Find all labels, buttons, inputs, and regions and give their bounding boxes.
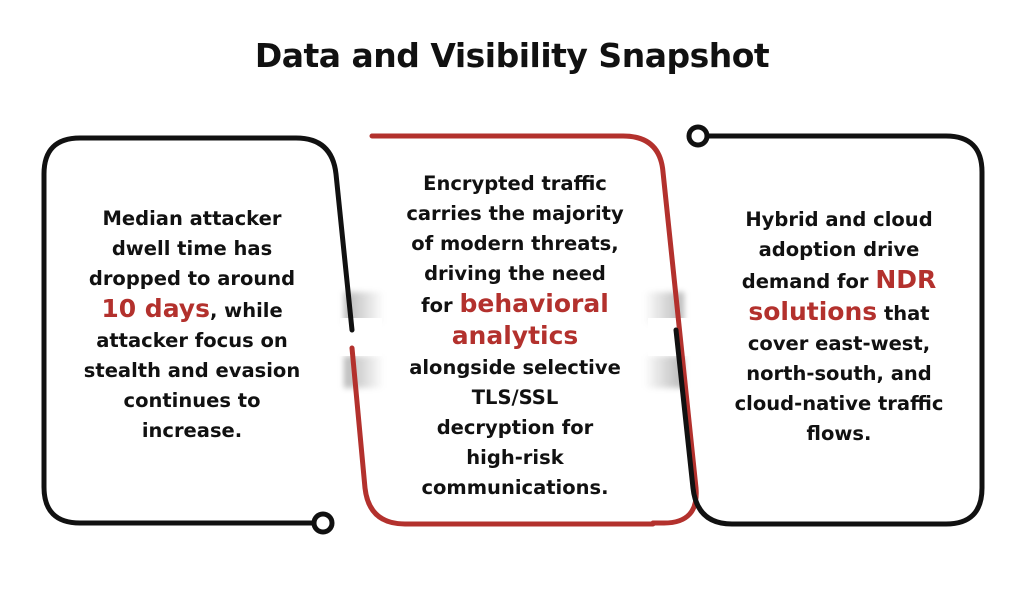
text-line: Hybrid and cloud [708, 205, 970, 235]
body-text: demand for [741, 270, 876, 293]
text-line: high-risk [384, 443, 646, 473]
text-line: alongside selective [384, 353, 646, 383]
text-line: continues to [62, 386, 322, 416]
text-line: cloud-native traffic [708, 389, 970, 419]
middle-panel-outline-lower [349, 345, 656, 527]
body-text: dropped to around [88, 267, 296, 290]
body-text: communications. [421, 476, 609, 499]
body-text: Median attacker [102, 207, 282, 230]
body-text: TLS/SSL [471, 386, 559, 409]
body-text: for [421, 294, 460, 317]
text-line: solutions that [708, 297, 970, 329]
body-text: , while [209, 299, 283, 322]
body-text: decryption for [436, 416, 594, 439]
body-text: cover east-west, [747, 332, 931, 355]
panel-connectors [340, 318, 690, 356]
text-line: of modern threats, [384, 229, 646, 259]
text-line: driving the need [384, 259, 646, 289]
body-text: alongside selective [409, 356, 621, 379]
body-text: flows. [806, 422, 872, 445]
body-text: increase. [141, 419, 243, 442]
right-panel-outline [673, 133, 985, 527]
text-line: 10 days, while [62, 294, 322, 326]
text-line: flows. [708, 419, 970, 449]
body-text: cloud-native traffic [734, 392, 944, 415]
body-text: stealth and evasion [83, 359, 301, 382]
text-line: north-south, and [708, 359, 970, 389]
text-line: cover east-west, [708, 329, 970, 359]
text-line: analytics [384, 321, 646, 353]
highlight-text: analytics [451, 321, 579, 350]
text-line: decryption for [384, 413, 646, 443]
middle-panel-text: Encrypted traffic carries the majority of … [384, 169, 646, 503]
text-line: demand for NDR [708, 265, 970, 297]
body-text: adoption drive [758, 238, 920, 261]
left-end-dot-icon [311, 511, 335, 535]
highlight-text: 10 days [101, 294, 210, 323]
text-line: carries the majority [384, 199, 646, 229]
body-text: north-south, and [746, 362, 932, 385]
highlight-text: NDR [875, 265, 937, 294]
body-text: of modern threats, [411, 232, 619, 255]
right-start-dot-icon [686, 124, 710, 148]
body-text: Encrypted traffic [423, 172, 607, 195]
body-text: attacker focus on [96, 329, 288, 352]
body-text: carries the majority [406, 202, 624, 225]
text-line: dropped to around [62, 264, 322, 294]
body-text: continues to [123, 389, 261, 412]
highlight-text: behavioral [459, 289, 609, 318]
text-line: adoption drive [708, 235, 970, 265]
text-line: Median attacker [62, 204, 322, 234]
highlight-text: solutions [748, 297, 878, 326]
left-panel-outline [41, 135, 355, 526]
text-line: TLS/SSL [384, 383, 646, 413]
text-line: dwell time has [62, 234, 322, 264]
text-line: increase. [62, 416, 322, 446]
body-text: Hybrid and cloud [745, 208, 933, 231]
right-panel-text: Hybrid and cloud adoption drive demand for… [708, 205, 970, 449]
text-line: attacker focus on [62, 326, 322, 356]
text-line: Encrypted traffic [384, 169, 646, 199]
text-line: communications. [384, 473, 646, 503]
body-text: that [877, 302, 930, 325]
body-text: dwell time has [111, 237, 273, 260]
text-line: stealth and evasion [62, 356, 322, 386]
text-line: for behavioral [384, 289, 646, 321]
body-text: driving the need [424, 262, 606, 285]
left-panel-text: Median attacker dwell time has dropped to … [62, 204, 322, 446]
middle-panel-outline [369, 133, 699, 526]
page-title: Data and Visibility Snapshot [254, 36, 770, 75]
body-text: high-risk [466, 446, 564, 469]
